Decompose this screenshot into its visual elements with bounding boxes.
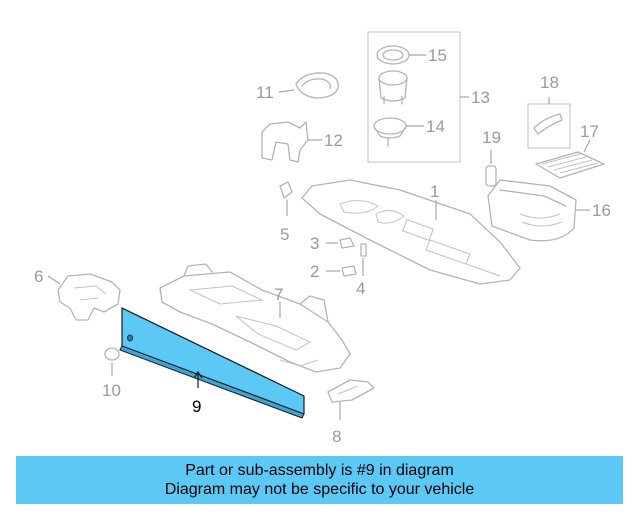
callout-6: 6	[34, 267, 43, 286]
callout-9: 9	[192, 397, 201, 416]
callout-5: 5	[280, 225, 289, 244]
callout-4: 4	[356, 279, 365, 298]
callout-16: 16	[592, 201, 611, 220]
callout-7: 7	[274, 285, 283, 304]
callout-12: 12	[324, 131, 343, 150]
part-19-drawing	[485, 150, 497, 187]
part-6-drawing	[47, 273, 121, 321]
banner-line-1: Part or sub-assembly is #9 in diagram	[185, 462, 454, 479]
callout-14: 14	[426, 117, 445, 136]
callout-18: 18	[540, 73, 559, 92]
callout-3: 3	[310, 234, 319, 253]
part-18-drawing	[527, 97, 571, 149]
part-12-drawing	[261, 121, 322, 163]
part-5-drawing	[279, 181, 293, 216]
banner-line-2: Diagram may not be specific to your vehi…	[164, 481, 475, 498]
callout-1: 1	[430, 182, 439, 201]
part-13-bracket	[367, 31, 469, 163]
info-banner: Part or sub-assembly is #9 in diagram Di…	[16, 456, 623, 504]
callout-13: 13	[471, 88, 490, 107]
part-3-drawing	[326, 237, 355, 249]
callout-15: 15	[428, 46, 447, 65]
part-10-drawing	[104, 347, 120, 376]
callout-17: 17	[580, 122, 599, 141]
callout-8: 8	[332, 427, 341, 446]
callout-11: 11	[256, 83, 274, 102]
part-9-highlighted-panel	[119, 307, 305, 419]
part-8-drawing	[327, 379, 375, 420]
callout-19: 19	[482, 128, 501, 147]
part-17-drawing	[535, 139, 605, 179]
part-13-drawing	[378, 70, 408, 105]
part-1-drawing	[301, 179, 521, 285]
part-11-drawing	[278, 72, 339, 99]
part-7-drawing	[159, 263, 351, 373]
callout-2: 2	[310, 262, 319, 281]
callout-10: 10	[102, 381, 121, 400]
part-14-drawing	[373, 117, 424, 147]
part-2-drawing	[326, 265, 357, 277]
part-4-drawing	[360, 243, 367, 276]
part-16-drawing	[487, 179, 590, 242]
part-15-drawing	[376, 45, 426, 65]
